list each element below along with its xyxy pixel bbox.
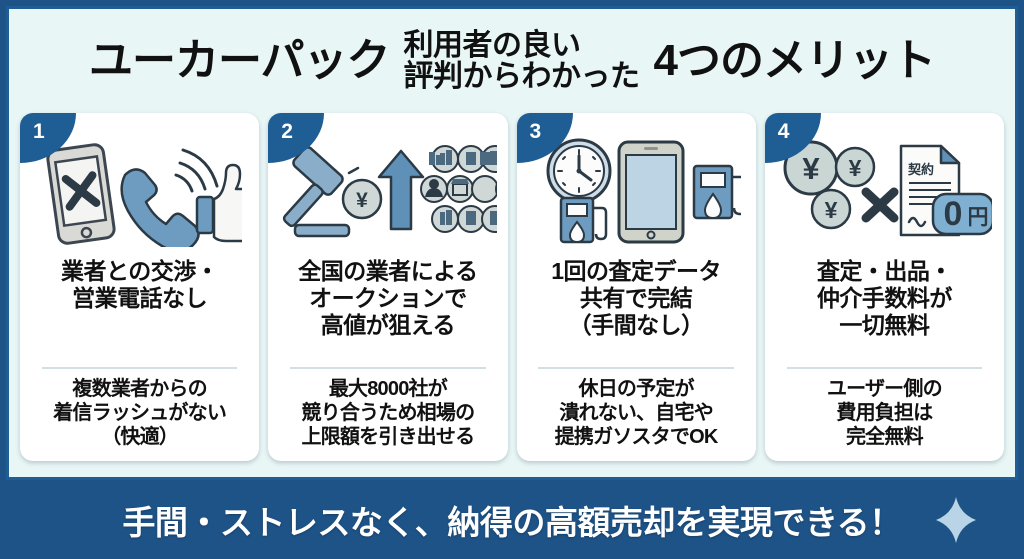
smartphone-x-icon (46, 142, 116, 245)
footer-message: 手間・ストレスなく、納得の高額売却を実現できる！ (122, 503, 902, 541)
card-1-sub-line2: 着信ラッシュがない (53, 402, 227, 424)
svg-text:¥: ¥ (848, 155, 861, 181)
card-1-icon-group (26, 129, 253, 254)
card-4-title-line1: 査定・出品・ (816, 258, 953, 284)
card-3-sub-line2: 潰れない、自宅や (559, 402, 713, 424)
header-subtitle-line2: 評判からわかった (403, 60, 641, 93)
card-2-title: 全国の業者による オークションで 高値が狙える (298, 258, 478, 339)
person-icon (424, 178, 443, 197)
header-subtitle: 利用者の良い 評判からわかった (403, 28, 641, 93)
main-panel: ユーカーパック 利用者の良い 評判からわかった 4つのメリット 1 (6, 6, 1018, 480)
svg-text:円: 円 (967, 206, 988, 229)
svg-text:¥: ¥ (356, 189, 368, 212)
card-3-sub-line3: 提携ガソスタでOK (554, 426, 719, 448)
benefit-card-3: 3 (516, 113, 756, 461)
card-1-sub-line1: 複数業者からの (72, 378, 207, 400)
card-2-sub-line3: 上限額を引き出せる (301, 426, 475, 448)
card-3-subtitle: 休日の予定が 潰れない、自宅や 提携ガソスタでOK (554, 377, 719, 449)
card-4-title-line3: 一切無料 (839, 312, 930, 339)
card-3-title-line1: 1回の査定データ (551, 258, 722, 284)
page-header: ユーカーパック 利用者の良い 評判からわかった 4つのメリット (9, 9, 1015, 113)
card-1-subtitle: 複数業者からの 着信ラッシュがない （快適） (53, 377, 227, 449)
sparkle-icon (936, 496, 976, 543)
shop-icon (450, 178, 469, 196)
card-1-divider (41, 367, 238, 369)
card-number-badge: 4 (764, 113, 821, 163)
svg-text:¥: ¥ (824, 197, 837, 223)
svg-text:0: 0 (943, 195, 962, 233)
svg-text:¥: ¥ (802, 151, 820, 186)
card-1-title: 業者との交渉・ 営業電話なし (60, 258, 219, 312)
footer-banner: 手間・ストレスなく、納得の高額売却を実現できる！ (0, 480, 1024, 559)
header-subtitle-line1: 利用者の良い (403, 28, 582, 62)
benefit-card-list: 1 (9, 113, 1015, 477)
card-3-divider (538, 367, 734, 369)
tablet-icon (617, 140, 685, 243)
card-4-sub-line3: 完全無料 (845, 426, 924, 448)
card-2-divider (290, 367, 486, 369)
brand-title: ユーカーパック (88, 36, 391, 85)
card-2-sub-line1: 最大8000社が (328, 378, 448, 400)
clock-icon (546, 138, 612, 203)
benefit-card-1: 1 (20, 113, 260, 461)
card-4-sub-line2: 費用負担は (836, 402, 933, 424)
card-3-title-line2: 共有で完結 (579, 285, 693, 312)
contract-label: 契約 (907, 162, 934, 177)
card-4-title: 査定・出品・ 仲介手数料が 一切無料 (816, 258, 953, 339)
gas-pump-icon (692, 164, 742, 219)
yen-coin-icon: ¥ (810, 188, 852, 229)
yen-coin-icon: ¥ (341, 178, 383, 219)
card-4-title-line2: 仲介手数料が (816, 285, 953, 312)
gas-pump-icon (559, 196, 608, 243)
contract-document-icon: 契約 (899, 144, 961, 236)
phone-ringing-icon (120, 148, 219, 247)
card-4-divider (786, 367, 983, 369)
card-3-title-line3: （手間なし） (568, 312, 704, 339)
card-1-sub-line3: （快適） (101, 426, 179, 448)
card-4-sub-line1: ユーザー側の (826, 378, 943, 400)
card-1-title-line2: 営業電話なし (72, 285, 208, 312)
card-3-icon-group (523, 129, 750, 254)
card-2-title-line2: オークションで (309, 285, 467, 312)
card-2-title-line3: 高値が狙える (320, 312, 456, 339)
card-3-sub-line1: 休日の予定が (578, 378, 695, 400)
card-4-icon-group: ¥ ¥ ¥ (771, 129, 998, 254)
thumbs-up-icon (195, 163, 243, 242)
benefit-card-2: 2 ¥ (268, 113, 508, 461)
gavel-icon (282, 145, 351, 237)
benefit-card-4: 4 ¥ ¥ ¥ (764, 113, 1004, 461)
card-3-title: 1回の査定データ 共有で完結 （手間なし） (551, 258, 721, 339)
card-2-subtitle: 最大8000社が 競り合うため相場の 上限額を引き出せる (301, 377, 475, 449)
company-network-icon (419, 144, 497, 233)
header-benefit-count: 4つのメリット (653, 36, 936, 85)
card-2-sub-line2: 競り合うため相場の (301, 402, 475, 424)
card-4-subtitle: ユーザー側の 費用負担は 完全無料 (826, 377, 943, 449)
zero-yen-tag-icon: 0 円 (931, 192, 992, 235)
x-mark-icon (861, 187, 899, 222)
card-number-badge: 1 (20, 113, 76, 163)
card-2-icon-group: ¥ (274, 129, 501, 254)
card-1-title-line1: 業者との交渉・ (60, 258, 219, 284)
card-2-title-line1: 全国の業者による (298, 258, 478, 284)
yen-coin-icon: ¥ (834, 146, 876, 187)
up-arrow-icon (377, 149, 425, 230)
